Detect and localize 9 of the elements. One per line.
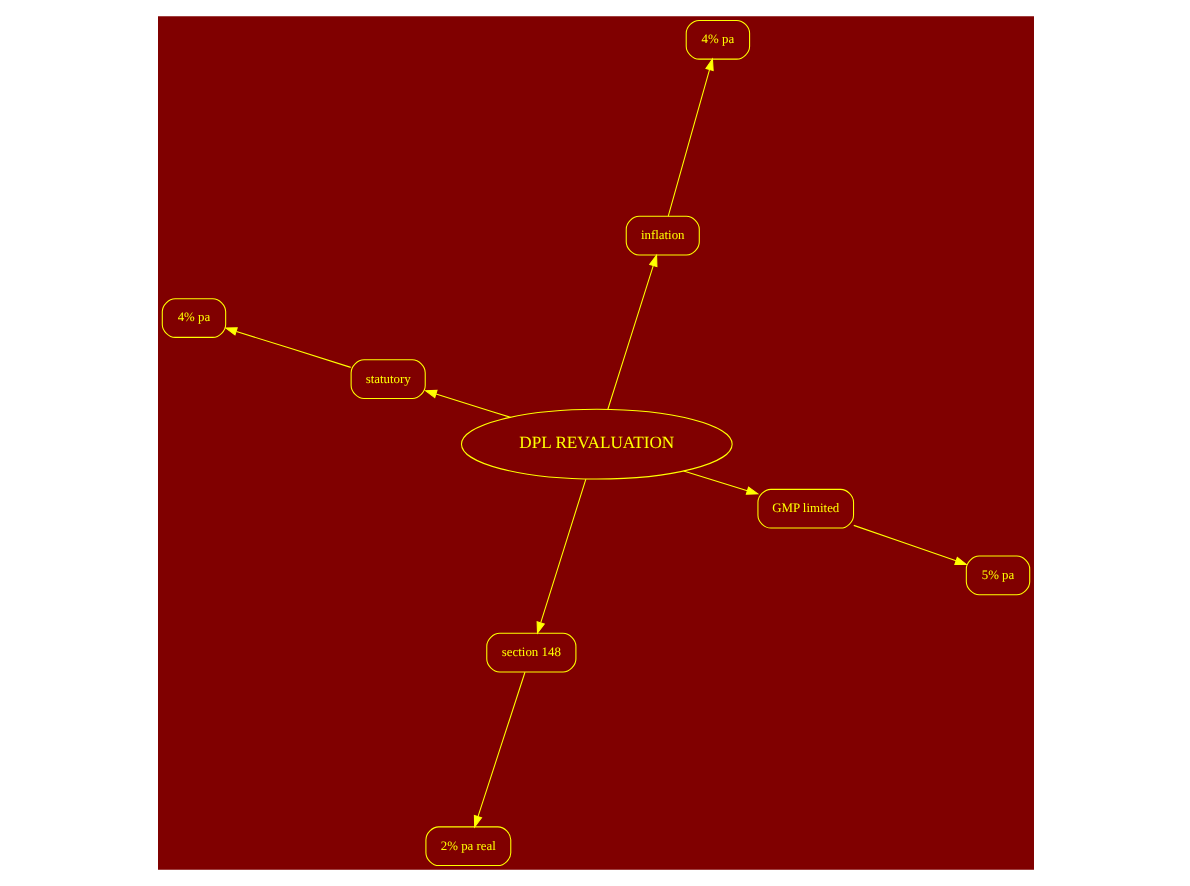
arrow — [666, 57, 713, 217]
arrow — [852, 524, 967, 565]
arrow — [682, 470, 759, 495]
node-ellipse: DPL REVALUATION — [459, 408, 732, 480]
arrow — [423, 389, 510, 418]
arrow — [606, 253, 657, 410]
arrow — [535, 478, 586, 635]
arrow — [223, 327, 351, 368]
arrow — [472, 671, 525, 829]
